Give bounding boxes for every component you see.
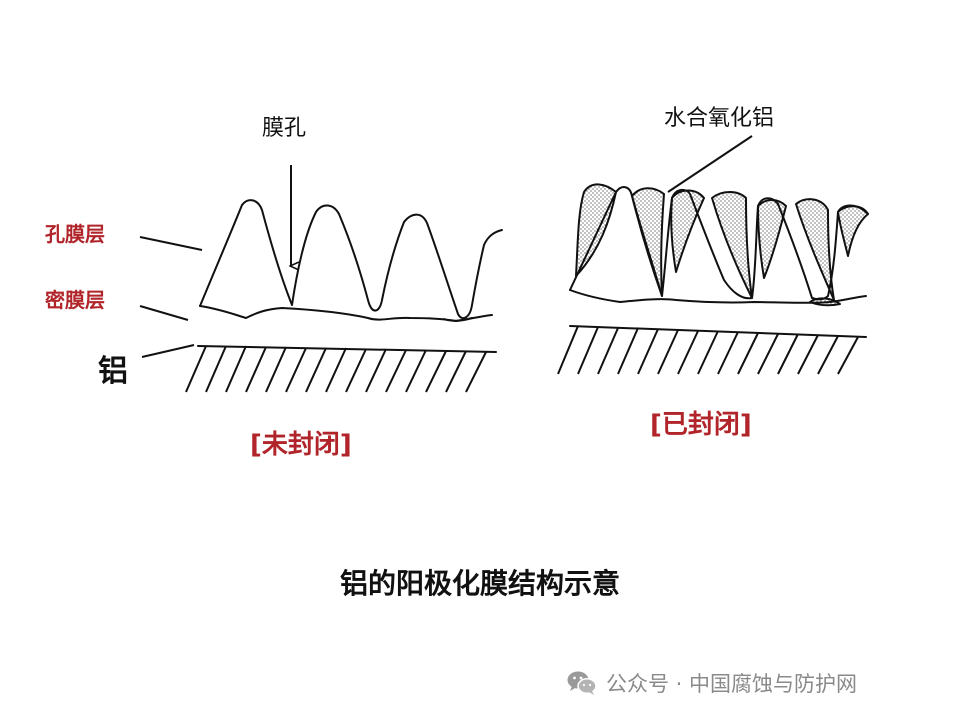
hydrate-plug-6	[796, 199, 834, 300]
porous-layer-outline	[200, 200, 502, 318]
hydrate-plug-4	[712, 192, 752, 298]
aluminum-label: 铝	[98, 346, 128, 390]
hydrate-plug-3	[671, 191, 704, 273]
unsealed-film	[198, 200, 502, 352]
unsealed-label: [未封闭]	[250, 424, 352, 461]
aluminum-hatch-left	[186, 346, 486, 392]
wechat-icon	[566, 669, 598, 697]
pore-shading-line	[444, 318, 472, 321]
aluminum-hatch-right	[558, 326, 858, 374]
dense-layer-boundary	[200, 306, 492, 321]
sealed-label: [已封闭]	[650, 404, 752, 441]
watermark: 公众号 · 中国腐蚀与防护网	[566, 668, 857, 698]
hydrate-plug-7	[838, 206, 868, 256]
dense-layer-label: 密膜层	[45, 284, 105, 313]
hydrate-plug-2	[632, 188, 664, 296]
sealed-film	[576, 184, 868, 305]
diagram-title: 铝的阳极化膜结构示意	[0, 562, 960, 602]
hydrated-alumina-label: 水合氧化铝	[664, 100, 774, 132]
watermark-text: 公众号 · 中国腐蚀与防护网	[606, 668, 857, 698]
leader-lines-left	[140, 165, 291, 357]
pore-label: 膜孔	[262, 110, 306, 142]
porous-layer-label: 孔膜层	[45, 218, 105, 247]
dense-layer-leader	[140, 306, 188, 320]
hydrate-leader	[668, 136, 752, 192]
aluminum-leader	[142, 345, 194, 357]
porous-layer-leader	[140, 237, 202, 250]
